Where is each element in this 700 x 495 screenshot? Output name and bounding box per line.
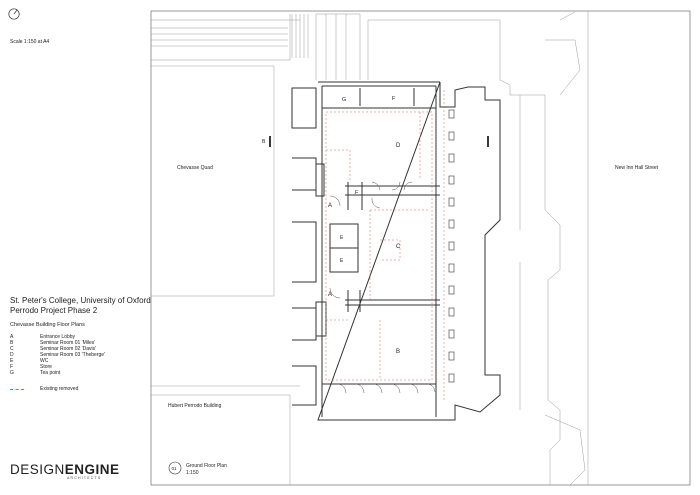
room-label-e1: E (340, 235, 344, 241)
existing-removed-key: Existing removed (10, 386, 78, 392)
plans-subtitle: Chevasse Building Floor Plans (10, 322, 85, 328)
project-title-line2: Perrodo Project Phase 2 (10, 305, 98, 315)
room-label-a1: A (328, 203, 332, 209)
east-windows (448, 109, 455, 383)
north-arrow-icon (8, 8, 20, 20)
section-marker-label: B (262, 139, 266, 145)
project-title: St. Peter's College, University of Oxfor… (10, 296, 151, 315)
context-linework (150, 11, 589, 486)
drawing-number-badge (168, 461, 182, 475)
room-label-f1: F (355, 190, 359, 196)
place-label-hubert: Hubert Perrodo Building (168, 403, 222, 409)
drawing-title: Ground Floor Plan (186, 463, 227, 469)
drawing-scale: 1:150 (186, 470, 199, 476)
design-engine-logo: DESIGNENGINE (10, 462, 120, 477)
place-label-quad: Chevasse Quad (177, 165, 213, 171)
scale-note: Scale 1:150 at A4 (10, 39, 50, 45)
building-walls (291, 81, 501, 421)
project-title-line1: St. Peter's College, University of Oxfor… (10, 296, 151, 305)
logo-subtitle: ARCHITECTS (67, 476, 102, 480)
existing-removed-lines (325, 90, 445, 400)
room-label-c: C (396, 244, 401, 250)
room-label-b: B (396, 349, 400, 355)
door-swings (329, 181, 436, 394)
place-label-street: New Inn Hall Street (615, 165, 659, 171)
dashed-line-icon (10, 388, 24, 390)
room-label-e2: E (340, 258, 344, 264)
room-label-f2: F (392, 96, 396, 102)
room-label-d: D (396, 143, 401, 149)
room-label-a2: A (328, 292, 332, 298)
drawing-number: 01 (172, 466, 178, 471)
room-label-g: G (342, 97, 346, 103)
